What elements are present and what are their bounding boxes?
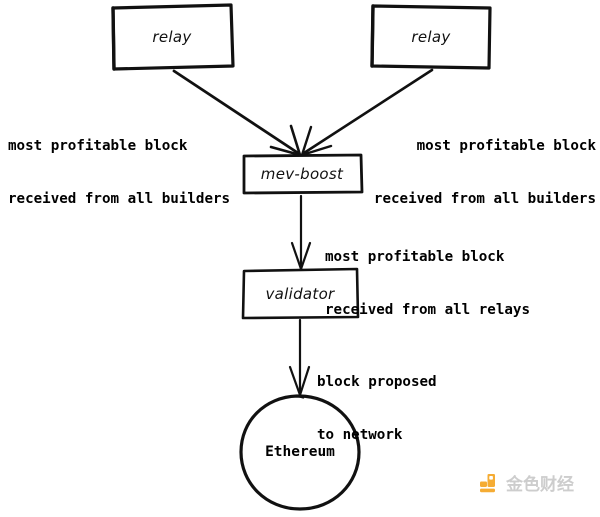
node-label-mev-boost: mev-boost [260, 165, 344, 183]
edge-validator-to-ethereum [288, 318, 311, 397]
edge-label-line-2: received from all relays [325, 301, 530, 318]
edge-label-line-1: most profitable block [416, 138, 596, 154]
node-label-ethereum: Ethereum [265, 444, 335, 460]
node-label-validator: validator [265, 285, 335, 303]
edge-label-line-1: block proposed [317, 374, 437, 390]
watermark-text: 金色财经 [506, 475, 574, 495]
edge-label-relay-left-to-mev-boost: most profitable block received from all … [8, 103, 230, 243]
edge-label-line-1: most profitable block [325, 249, 505, 265]
edge-label-relay-right-to-mev-boost: most profitable block received from all … [374, 103, 596, 243]
edge-label-line-2: received from all builders [8, 190, 231, 207]
jinse-logo-icon [478, 472, 500, 494]
watermark: 金色财经 [478, 470, 574, 495]
edge-label-validator-to-ethereum: block proposed to network [317, 339, 437, 479]
edge-label-line-2: to network [317, 426, 403, 443]
edge-mev-boost-to-validator [290, 194, 312, 271]
edge-label-line-1: most profitable block [8, 138, 188, 154]
node-label-relay-left: relay [152, 28, 192, 46]
edge-label-mev-boost-to-validator: most profitable block received from all … [325, 214, 530, 354]
edge-label-line-2: received from all builders [373, 190, 596, 207]
node-label-relay-right: relay [411, 28, 451, 46]
